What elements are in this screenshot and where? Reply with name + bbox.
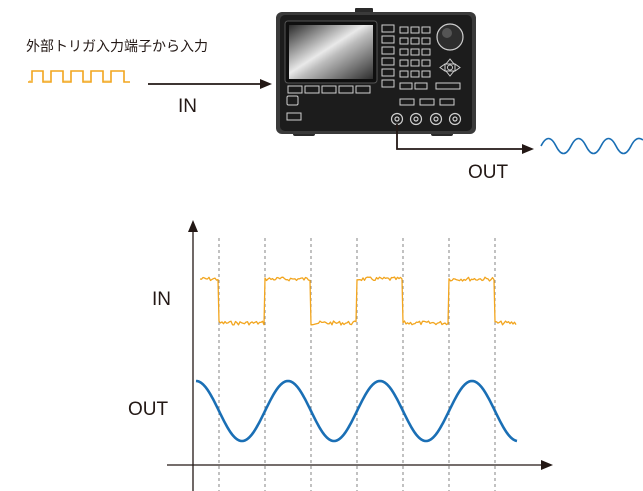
output-label: OUT xyxy=(468,162,509,183)
chart-input-label: IN xyxy=(152,289,171,310)
chart-axes xyxy=(167,220,553,491)
timing-chart xyxy=(167,220,553,491)
output-sine-waveform xyxy=(195,379,518,443)
timing-gridlines xyxy=(218,238,496,491)
input-label: IN xyxy=(178,96,197,117)
sine-wave-icon xyxy=(540,137,643,155)
input-trigger-waveform xyxy=(199,276,517,326)
function-generator-icon xyxy=(276,8,476,136)
square-wave-icon xyxy=(28,70,130,83)
output-arrow xyxy=(396,124,534,154)
input-arrow xyxy=(148,79,272,89)
chart-output-label: OUT xyxy=(128,399,169,420)
input-caption: 外部トリガ入力端子から入力 xyxy=(26,39,208,55)
